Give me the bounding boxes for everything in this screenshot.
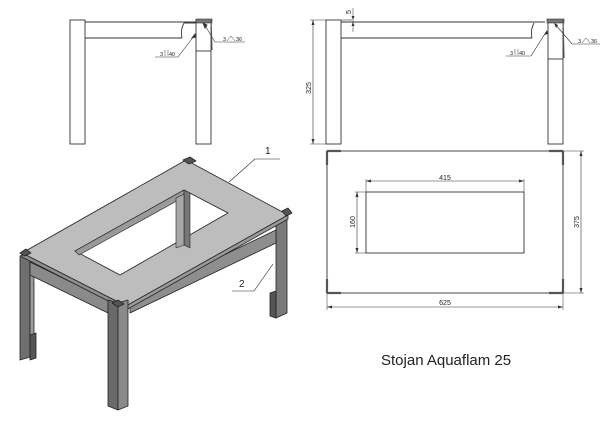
width-label: 625 [439, 300, 451, 307]
callout-label: 1 [265, 146, 271, 157]
isometric-view [19, 156, 293, 411]
weld-size-label: 3 [578, 39, 581, 45]
weld-length-label: 36 [236, 37, 242, 43]
opening-depth-label: 160 [350, 216, 357, 228]
weld-size-label: 3 [223, 37, 226, 43]
side-view [69, 18, 245, 145]
top-view [325, 149, 584, 310]
front-view [310, 8, 600, 145]
weld-length-label: 36 [591, 39, 597, 45]
dimension-offset-label: 5 [346, 10, 353, 14]
weld-size-label: 3 [160, 52, 163, 58]
side-view-weld-labels: 3 40 3 36 [160, 35, 242, 58]
depth-label: 375 [574, 216, 581, 228]
dimension-height-label: 325 [306, 82, 313, 94]
front-view-dimensions: 325 5 3 40 3 36 [306, 10, 597, 94]
weld-size-label: 3 [510, 51, 513, 57]
weld-length-label: 40 [169, 52, 175, 58]
isometric-callouts: 1 2 [239, 146, 271, 290]
top-view-dimensions: 415 160 375 625 [350, 175, 581, 307]
drawing-title: Stojan Aquaflam 25 [381, 352, 512, 369]
weld-length-label: 40 [519, 51, 525, 57]
opening-width-label: 415 [439, 175, 451, 182]
callout-label: 2 [239, 279, 245, 290]
